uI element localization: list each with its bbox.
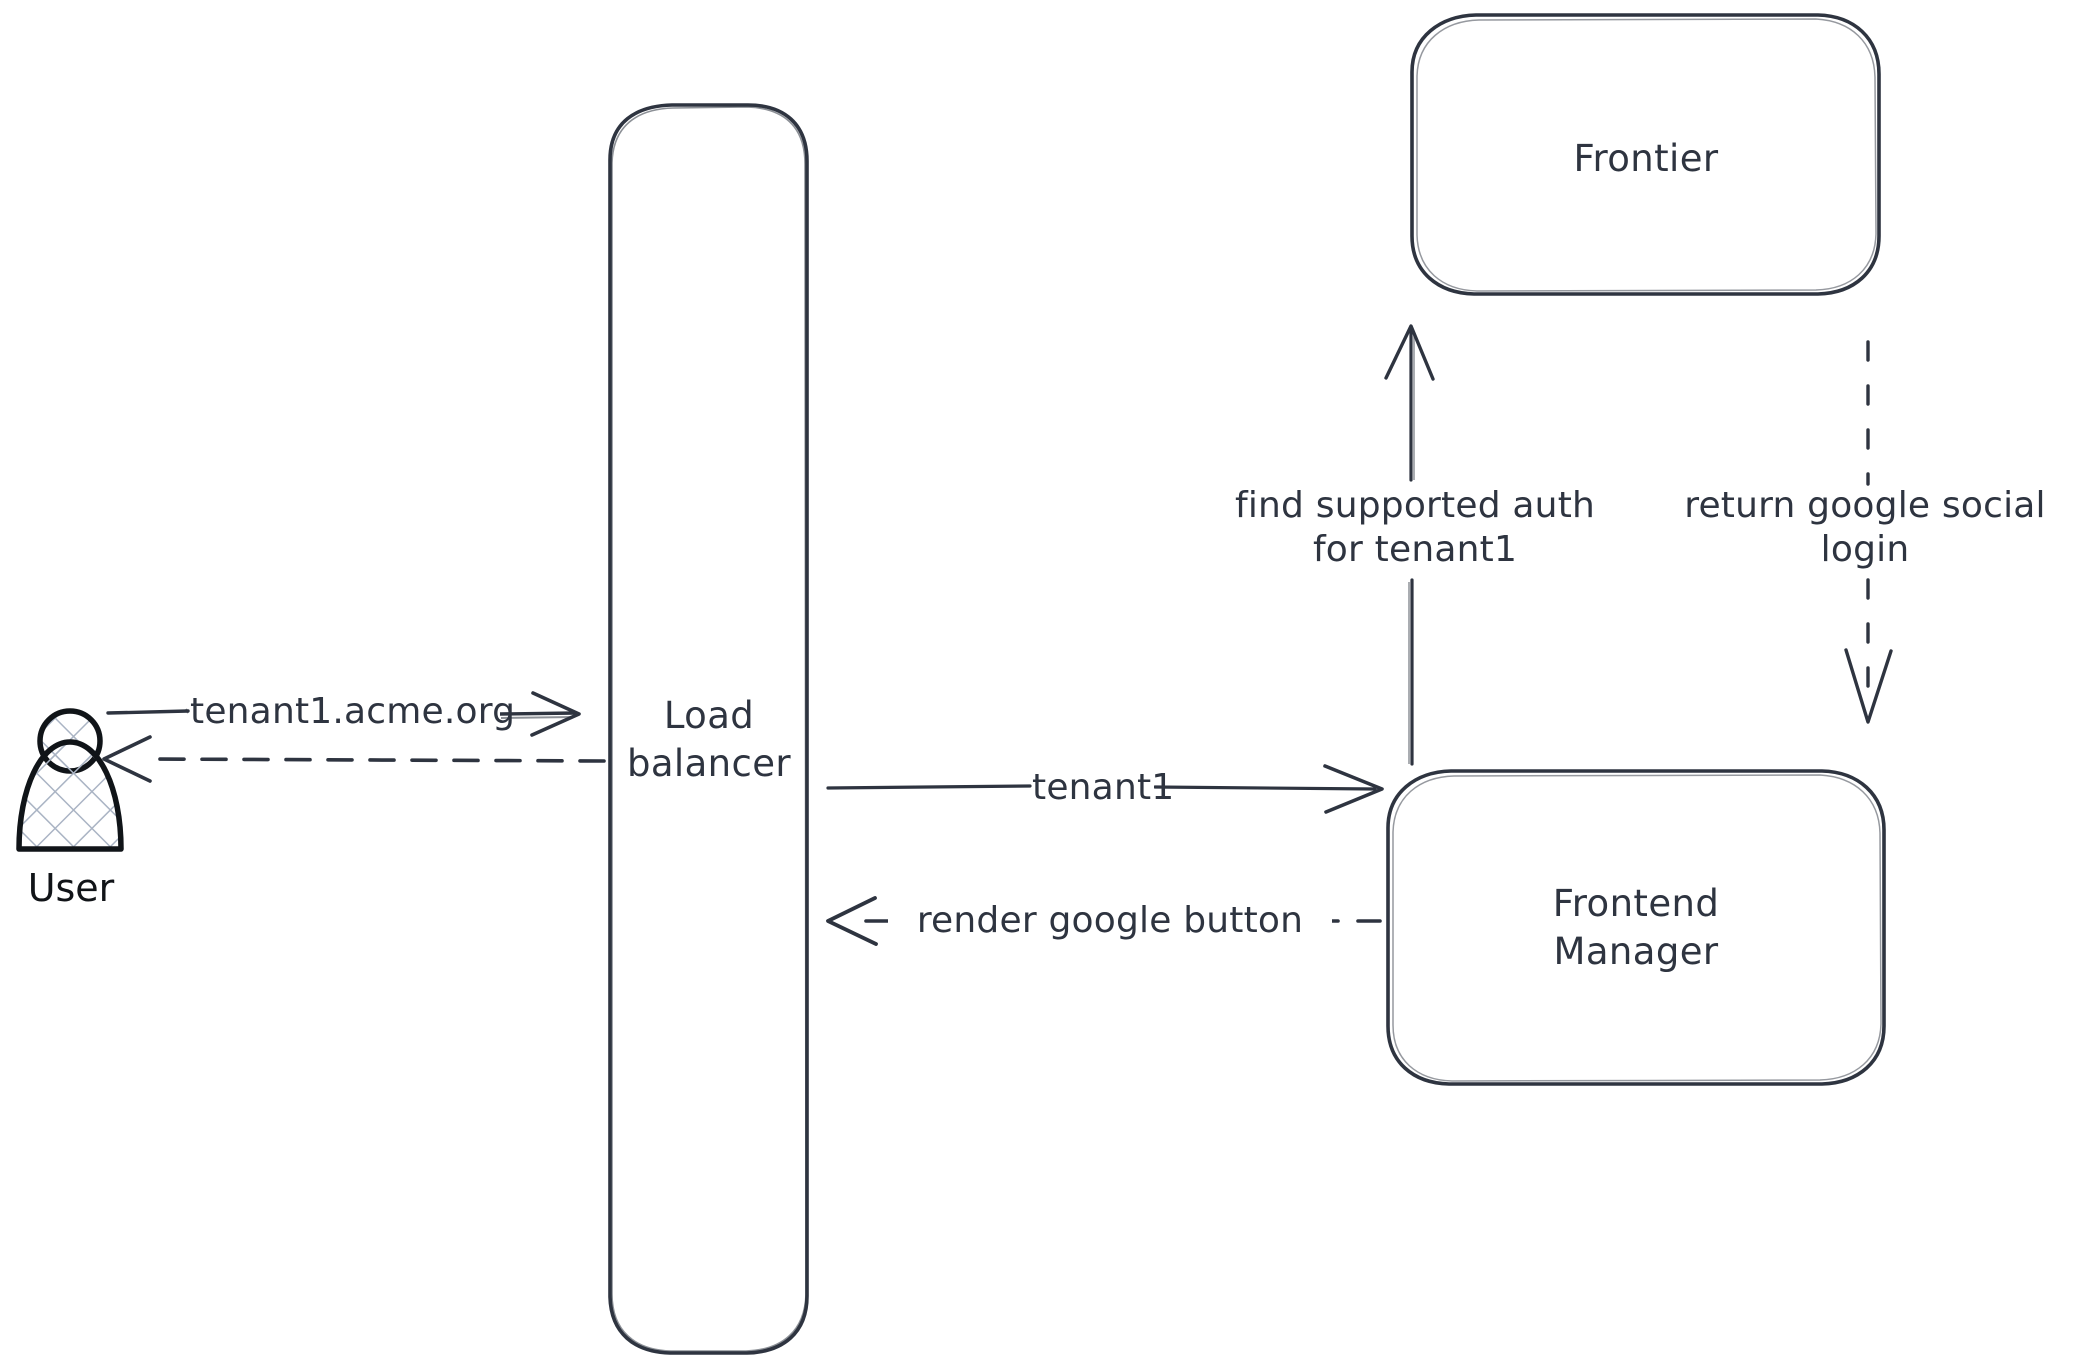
actor-user-label: User xyxy=(27,866,115,910)
edge-user-to-lb xyxy=(106,691,581,737)
edge-lb-to-fm xyxy=(826,764,1384,814)
node-load-balancer[interactable] xyxy=(608,103,809,1355)
edge-frontier-to-fm xyxy=(1844,340,1893,724)
edge-fm-to-lb xyxy=(826,896,1382,946)
edge-fm-to-frontier xyxy=(1384,324,1435,766)
actor-body-icon xyxy=(16,739,124,852)
edge-lb-to-user xyxy=(102,735,606,783)
node-frontier[interactable] xyxy=(1410,13,1881,296)
actor-user[interactable] xyxy=(16,708,124,852)
node-frontend-manager[interactable] xyxy=(1386,769,1886,1086)
